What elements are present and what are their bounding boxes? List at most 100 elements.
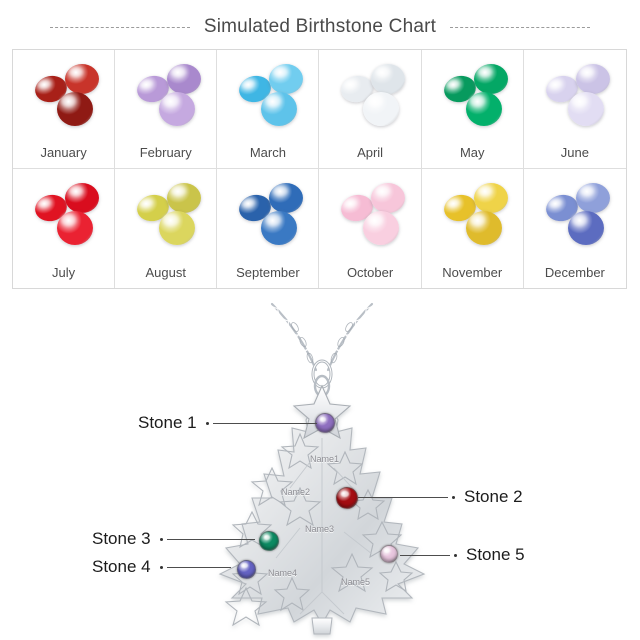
birthstone-cell-december[interactable]: December (523, 169, 626, 288)
birthstone-cell-august[interactable]: August (115, 169, 218, 288)
birthstone-cell-january[interactable]: January (13, 50, 116, 169)
callout-leader-line (166, 538, 255, 540)
gem-shape (363, 211, 400, 245)
callout-dot-icon (159, 565, 163, 569)
birthstone-cell-april[interactable]: April (319, 50, 422, 169)
chain-links-inner (291, 322, 353, 364)
month-label: August (145, 265, 186, 280)
alexandrite-gem-icon (524, 56, 626, 144)
callout-stone-5: Stone 5 (400, 545, 525, 565)
callout-dot-icon (452, 495, 455, 499)
gem-shape (371, 64, 406, 94)
callout-leader-line (358, 496, 448, 498)
month-label: June (560, 145, 589, 160)
tanzanite-gem-icon (524, 175, 626, 263)
pendant-stone-4[interactable] (237, 560, 256, 579)
aquamarine-gem-icon (217, 56, 318, 144)
gem-shape (465, 92, 502, 126)
callout-dot-icon (454, 553, 457, 557)
gem-shape (371, 183, 406, 213)
month-label: November (442, 265, 503, 280)
gem-shape (575, 64, 610, 94)
callout-stone-4-label: Stone 4 (92, 557, 151, 576)
callout-leader-line (212, 422, 317, 424)
callout-stone-1: Stone 1 (138, 413, 317, 433)
dashed-rule-left-icon (49, 26, 190, 28)
gem-shape (567, 211, 604, 245)
birthstone-cell-october[interactable]: October (319, 169, 422, 288)
gem-shape (567, 92, 604, 126)
month-label: May (459, 145, 485, 160)
gem-shape (269, 183, 304, 213)
gem-shape (57, 92, 93, 126)
callout-stone-5-label: Stone 5 (466, 545, 525, 564)
gem-shape (167, 183, 202, 213)
engraving-name2: Name2 (281, 487, 311, 497)
gem-shape (261, 211, 298, 245)
chain-links (265, 293, 379, 368)
month-label: September (236, 265, 300, 280)
callout-dot-icon (205, 421, 209, 425)
gem-shape (167, 64, 202, 94)
month-label: April (357, 145, 384, 160)
tree-trunk (311, 617, 333, 635)
month-label: October (346, 265, 394, 280)
callout-stone-2-label: Stone 2 (464, 487, 523, 506)
gem-shape (261, 92, 298, 126)
gem-shape (269, 64, 304, 94)
amethyst-gem-icon (115, 56, 216, 144)
pendant-stone-1[interactable] (315, 413, 335, 433)
gem-shape (65, 183, 99, 213)
month-label: July (52, 265, 76, 280)
month-label: February (139, 145, 192, 160)
engraving-name1: Name1 (310, 454, 340, 464)
gem-shape (473, 183, 508, 213)
pendant-stone-2[interactable] (336, 487, 358, 509)
citrine-gem-icon (422, 175, 523, 263)
birthstone-cell-june[interactable]: June (523, 50, 626, 169)
month-label: March (249, 145, 286, 160)
peridot-gem-icon (115, 175, 216, 263)
page-title: Simulated Birthstone Chart (203, 16, 437, 37)
birthstone-cell-march[interactable]: March (217, 50, 320, 169)
birthstone-cell-may[interactable]: May (421, 50, 524, 169)
chart-header: Simulated Birthstone Chart (0, 10, 640, 44)
diamond-gem-icon (319, 56, 420, 144)
callout-leader-line (400, 554, 450, 556)
callout-dot-icon (159, 537, 163, 541)
gem-shape (159, 92, 196, 126)
gem-shape (159, 211, 196, 245)
product-image (0, 292, 640, 640)
necklace-illustration (218, 293, 426, 635)
callout-leader-line (166, 566, 231, 568)
callout-stone-1-label: Stone 1 (138, 413, 197, 432)
facet-lines (275, 438, 373, 615)
month-label: January (40, 145, 87, 160)
engraving-name3: Name3 (305, 524, 335, 534)
gem-shape (473, 64, 508, 94)
engraving-name4: Name4 (268, 568, 298, 578)
birthstone-cell-november[interactable]: November (421, 169, 524, 288)
callout-stone-4: Stone 4 (92, 557, 231, 577)
tourmaline-gem-icon (319, 175, 420, 263)
gem-shape (575, 183, 610, 213)
month-label: December (544, 265, 605, 280)
decorative-stars (224, 432, 414, 627)
dashed-rule-right-icon (450, 26, 591, 28)
gem-shape (65, 64, 99, 94)
pendant-stone-5[interactable] (380, 545, 398, 563)
callout-stone-3-label: Stone 3 (92, 529, 151, 548)
garnet-gem-icon (13, 56, 114, 144)
pendant-stone-3[interactable] (259, 531, 279, 551)
gem-shape (363, 92, 400, 126)
birthstone-cell-july[interactable]: July (13, 169, 116, 288)
engraving-name5: Name5 (341, 577, 371, 587)
birthstone-cell-february[interactable]: February (115, 50, 218, 169)
emerald-gem-icon (422, 56, 523, 144)
gem-shape (465, 211, 502, 245)
gem-shape (57, 211, 93, 245)
birthstone-cell-september[interactable]: September (217, 169, 320, 288)
ruby-gem-icon (13, 175, 114, 263)
callout-stone-2: Stone 2 (358, 487, 523, 507)
